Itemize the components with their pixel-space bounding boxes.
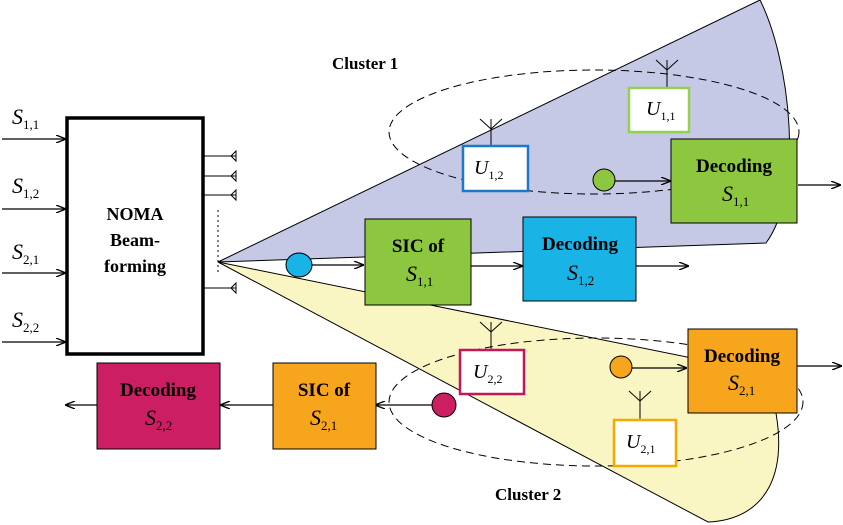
svg-text:S2,1: S2,1: [728, 370, 755, 398]
svg-text:Decoding: Decoding: [120, 380, 197, 401]
decoding-s11-block: Decoding S1,1: [670, 138, 798, 224]
antenna-icon: [655, 59, 679, 87]
cluster1-ellipse: [388, 69, 800, 195]
node-magenta: [431, 392, 457, 418]
noma-beamforming-box: [65, 116, 205, 356]
cluster2-label: Cluster 2: [495, 485, 561, 504]
svg-text:S1,2: S1,2: [567, 260, 594, 288]
antenna-icon: [628, 390, 652, 420]
svg-text:SIC of: SIC of: [298, 380, 351, 401]
svg-text:U2,2: U2,2: [473, 361, 502, 386]
antenna-icon: [479, 118, 503, 146]
sic-s21-block: SIC of S2,1: [272, 362, 377, 450]
svg-text:SIC of: SIC of: [392, 236, 445, 257]
input-label-s22: S2,2: [12, 307, 39, 335]
svg-text:Decoding: Decoding: [696, 156, 773, 177]
input-arrows: [2, 139, 65, 342]
svg-text:U1,2: U1,2: [474, 157, 503, 182]
signal-arrows: [66, 181, 841, 405]
user-u11: U1,1: [627, 59, 691, 134]
svg-text:Decoding: Decoding: [542, 234, 619, 255]
noma-label-line1: NOMA: [107, 204, 164, 224]
svg-text:S1,1: S1,1: [406, 261, 433, 289]
node-green: [592, 168, 616, 192]
input-label-s11: S1,1: [12, 104, 39, 132]
user-u22: U2,2: [458, 321, 526, 396]
antenna-array-icon: [203, 149, 237, 295]
input-label-s12: S1,2: [12, 173, 39, 201]
node-blue: [285, 252, 313, 278]
svg-text:U1,1: U1,1: [646, 98, 675, 123]
svg-text:S2,2: S2,2: [145, 405, 172, 433]
node-orange: [609, 355, 633, 379]
svg-text:U2,1: U2,1: [626, 431, 655, 456]
decoding-s22-block: Decoding S2,2: [96, 362, 221, 450]
svg-text:S2,1: S2,1: [310, 405, 337, 433]
svg-text:Decoding: Decoding: [704, 346, 781, 367]
cluster1-label: Cluster 1: [332, 54, 398, 73]
noma-label-line2: Beam-: [110, 230, 160, 250]
cluster1-beam: [217, 0, 790, 263]
svg-text:S1,1: S1,1: [722, 181, 749, 209]
decoding-s21-block: Decoding S2,1: [687, 328, 798, 414]
user-u21: U2,1: [612, 390, 678, 468]
sic-s11-block: SIC of S1,1: [364, 218, 472, 306]
user-u12: U1,2: [461, 118, 530, 193]
noma-label-line3: forming: [104, 256, 166, 276]
input-label-s21: S2,1: [12, 239, 39, 267]
antenna-icon: [479, 321, 503, 350]
cluster2-ellipse: [388, 337, 804, 467]
decoding-s12-block: Decoding S1,2: [522, 216, 637, 302]
